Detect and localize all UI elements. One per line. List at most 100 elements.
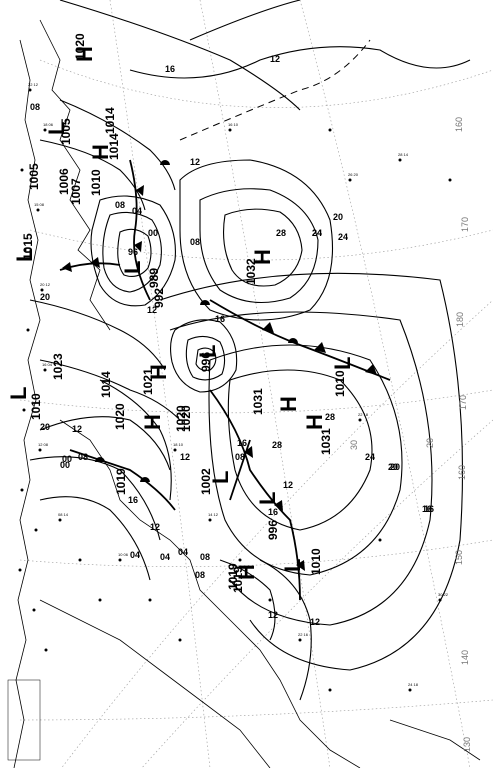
pressure-value: 1010: [89, 169, 103, 196]
svg-text:15 08: 15 08: [34, 202, 45, 207]
isobar-label: 16: [215, 314, 225, 324]
low-center-letter: L: [120, 261, 145, 274]
low-center-letter: L: [44, 122, 69, 135]
svg-text:16 10: 16 10: [228, 122, 239, 127]
isobar-label: 16: [422, 504, 432, 514]
coastline: [13, 19, 481, 768]
isobar-label: 00: [62, 454, 72, 464]
pressure-value: 1014: [103, 107, 117, 134]
pressure-value: 996: [266, 520, 280, 540]
high-center-letter: H: [72, 46, 97, 62]
pressure-value: 1021: [141, 368, 155, 395]
pressure-value: 1005: [27, 163, 41, 190]
map-note-box: [7, 679, 41, 761]
svg-text:20 12: 20 12: [40, 282, 51, 287]
svg-text:18 06: 18 06: [43, 122, 54, 127]
isobar-label: 08: [30, 102, 40, 112]
isobar-label: 08: [190, 237, 200, 247]
svg-text:18 10: 18 10: [173, 442, 184, 447]
low-center-letter: L: [6, 387, 31, 400]
pressure-value: 1010: [309, 548, 323, 575]
isobar-label: 20: [388, 462, 398, 472]
high-center-letter: H: [250, 249, 275, 265]
longitude-label: 160: [457, 465, 467, 480]
svg-text:12 08: 12 08: [38, 442, 49, 447]
isobar-label: 16: [165, 64, 175, 74]
low-center-letter: L: [195, 345, 220, 358]
isobar-label: 12: [150, 522, 160, 532]
isobar-label: 04: [178, 547, 188, 557]
longitude-label: 170: [460, 217, 470, 232]
svg-text:24 18: 24 18: [408, 682, 419, 687]
svg-text:08 14: 08 14: [58, 512, 69, 517]
isobar-label: 08: [78, 452, 88, 462]
pressure-center-letters: H H H H H H H L L L L L L L H L L: [6, 46, 355, 580]
isobar-label: 08: [200, 552, 210, 562]
longitude-labels: 160 170 180 170 160 150 140 130 20 30: [349, 117, 472, 752]
high-center-letter: H: [234, 564, 259, 580]
isobar-labels: 12 16 20 24 28 28 24 20 16 12 08 04 00 9…: [30, 54, 434, 627]
isobar-label: 24: [338, 232, 348, 242]
pressure-value: 1015: [21, 233, 35, 260]
isobars: [29, 0, 471, 701]
isobar-label: 24: [365, 452, 375, 462]
longitude-label: 130: [462, 737, 472, 752]
isobar-label: 12: [310, 617, 320, 627]
pressure-value: 1019: [226, 563, 240, 590]
longitude-label: 30: [349, 440, 359, 450]
isobar-label: 12: [180, 452, 190, 462]
isobar-label: 12: [270, 54, 280, 64]
pressure-value: 1031: [251, 388, 265, 415]
pressure-value: 989: [147, 268, 161, 288]
isobar-label: 28: [272, 440, 282, 450]
longitude-label: 180: [455, 312, 465, 327]
graticule: [19, 0, 493, 768]
isobar-label: 20: [390, 462, 400, 472]
longitude-label: 170: [458, 395, 468, 410]
isobar-label: 08: [235, 452, 245, 462]
isobar-label: 08: [115, 200, 125, 210]
pressure-value: 1010: [29, 393, 43, 420]
longitude-label: 140: [460, 650, 470, 665]
isobar-label: 00: [148, 228, 158, 238]
longitude-label: 20: [425, 438, 435, 448]
pressure-value: 1010: [333, 370, 347, 397]
pressure-values: 1020 1032 1031 1031 1021 1020 1019 989 9…: [21, 33, 347, 593]
isobar-label: 12: [72, 424, 82, 434]
pressure-value: 1014: [99, 371, 113, 398]
isobar-label: 24: [312, 228, 322, 238]
longitude-label: 150: [454, 550, 464, 565]
isobar-label: 16: [268, 507, 278, 517]
isobar-label: 04: [130, 550, 140, 560]
isobar-label: 00: [60, 460, 70, 470]
low-center-letter: L: [12, 249, 37, 262]
svg-text:28 14: 28 14: [398, 152, 409, 157]
low-center-letter: L: [208, 471, 233, 484]
svg-text:16 04: 16 04: [42, 362, 53, 367]
isobar-label: 04: [160, 552, 170, 562]
fronts: [59, 159, 391, 601]
isobar-label: 12: [283, 480, 293, 490]
isobar-label: 96: [128, 247, 138, 257]
isobar-label: 12: [190, 157, 200, 167]
svg-text:22 18: 22 18: [358, 412, 369, 417]
pressure-value: 1031: [319, 428, 333, 455]
isobar-label: 16: [128, 495, 138, 505]
pressure-value: 1005: [59, 118, 73, 145]
pressure-value: 1023: [51, 353, 65, 380]
isobar-label: 20: [40, 292, 50, 302]
pressure-value: 992: [152, 288, 166, 308]
isobar-label: 24: [312, 228, 322, 238]
pressure-value: 1019: [231, 566, 245, 593]
isobar-label: 16: [424, 504, 434, 514]
low-center-letter: H: [88, 144, 113, 160]
svg-text:10 06: 10 06: [118, 552, 129, 557]
low-center-letter: L: [330, 357, 355, 370]
svg-text:26 20: 26 20: [348, 172, 359, 177]
svg-text:14 12: 14 12: [208, 512, 219, 517]
front-symbols: [62, 160, 377, 571]
high-center-letter: H: [140, 414, 165, 430]
pressure-value: 1020: [113, 403, 127, 430]
